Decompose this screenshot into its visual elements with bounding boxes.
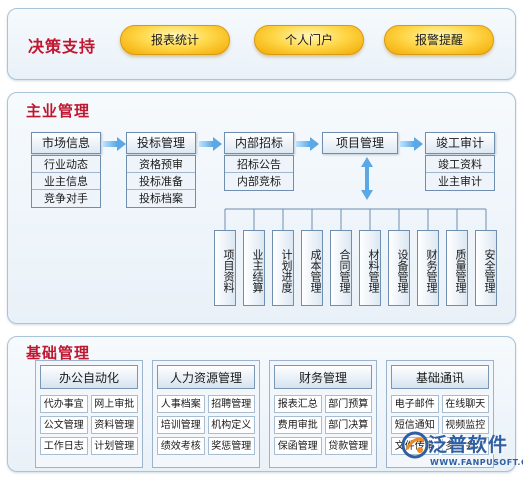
arrow-icon (296, 137, 319, 151)
module-cost-management[interactable]: 成本管理 (301, 230, 323, 306)
module-safety-management[interactable]: 安全管理 (475, 230, 497, 306)
market-item[interactable]: 行业动态 (32, 156, 100, 173)
logo-url: WWW.FANPUSOFT.COM (430, 458, 523, 467)
finance-item[interactable]: 保函管理 (274, 437, 322, 455)
finance-item[interactable]: 部门决算 (324, 416, 372, 434)
internal-tender-box[interactable]: 内部招标 (224, 132, 294, 154)
market-item[interactable]: 竞争对手 (44, 192, 88, 205)
office-item[interactable]: 网上审批 (90, 395, 138, 413)
market-info-box[interactable]: 市场信息 (31, 132, 101, 154)
hr-item[interactable]: 绩效考核 (157, 437, 205, 455)
finance-item[interactable]: 费用审批 (274, 416, 322, 434)
bidding-item[interactable]: 投标准备 (127, 173, 195, 190)
internal-tender-list: 招标公告 内部竞标 (224, 155, 294, 191)
audit-item[interactable]: 竣工资料 (426, 156, 494, 173)
comm-item[interactable]: 短信通知 (391, 416, 439, 434)
module-owner-settlement[interactable]: 业主结算 (243, 230, 265, 306)
office-automation-group: 办公自动化 代办事宜 网上审批 公文管理 资料管理 工作日志 计划管理 (35, 360, 143, 468)
main-business-title: 主业管理 (26, 102, 91, 120)
office-item[interactable]: 公文管理 (40, 416, 88, 434)
basic-communication-head[interactable]: 基础通讯 (391, 365, 489, 389)
personal-portal-button[interactable]: 个人门户 (254, 25, 364, 55)
logo-mark-icon (401, 431, 429, 459)
decision-support-title: 决策支持 (28, 37, 97, 56)
office-automation-head[interactable]: 办公自动化 (40, 365, 138, 389)
comm-item[interactable]: 视频监控 (441, 416, 489, 434)
module-contract-management[interactable]: 合同管理 (330, 230, 352, 306)
bidding-item[interactable]: 资格预审 (127, 156, 195, 173)
hr-item[interactable]: 招聘管理 (207, 395, 255, 413)
human-resources-head[interactable]: 人力资源管理 (157, 365, 255, 389)
module-project-data[interactable]: 项目资料 (214, 230, 236, 306)
decision-support-panel: 决策支持 报表统计 个人门户 报警提醒 (7, 8, 516, 80)
finance-item[interactable]: 贷款管理 (324, 437, 372, 455)
arrow-icon (103, 137, 126, 151)
completion-audit-list: 竣工资料 业主审计 (425, 155, 495, 191)
base-management-title: 基础管理 (26, 344, 91, 362)
module-tree-lines (224, 208, 487, 230)
bidding-list: 资格预审 投标准备 投标档案 (126, 155, 196, 208)
market-item[interactable]: 业主信息 (32, 173, 100, 190)
double-arrow-icon (361, 157, 373, 200)
internal-tender-item[interactable]: 招标公告 (225, 156, 293, 173)
internal-tender-item[interactable]: 内部竞标 (237, 175, 281, 188)
office-item[interactable]: 代办事宜 (40, 395, 88, 413)
arrow-icon (400, 137, 423, 151)
module-finance-management[interactable]: 财务管理 (417, 230, 439, 306)
bidding-management-box[interactable]: 投标管理 (126, 132, 196, 154)
hr-item[interactable]: 奖惩管理 (207, 437, 255, 455)
arrow-icon (199, 137, 222, 151)
hr-item[interactable]: 人事档案 (157, 395, 205, 413)
project-management-box[interactable]: 项目管理 (322, 132, 398, 154)
market-info-list: 行业动态 业主信息 竞争对手 (31, 155, 101, 208)
comm-item[interactable]: 多人会议 (441, 437, 489, 455)
office-item[interactable]: 工作日志 (40, 437, 88, 455)
comm-item[interactable]: 电子邮件 (391, 395, 439, 413)
logo-name: 泛普软件 (428, 434, 509, 456)
audit-item[interactable]: 业主审计 (438, 175, 482, 188)
hr-item[interactable]: 培训管理 (157, 416, 205, 434)
fanpusoft-logo: 泛普软件 WWW.FANPUSOFT.COM (400, 428, 523, 474)
finance-management-head[interactable]: 财务管理 (274, 365, 372, 389)
finance-management-group: 财务管理 报表汇总 部门预算 费用审批 部门决算 保函管理 贷款管理 (269, 360, 377, 468)
module-quality-management[interactable]: 质量管理 (446, 230, 468, 306)
report-statistics-button[interactable]: 报表统计 (120, 25, 230, 55)
finance-item[interactable]: 报表汇总 (274, 395, 322, 413)
hr-item[interactable]: 机构定义 (207, 416, 255, 434)
completion-audit-box[interactable]: 竣工审计 (425, 132, 495, 154)
bidding-item[interactable]: 投标档案 (139, 192, 183, 205)
module-equipment-management[interactable]: 设备管理 (388, 230, 410, 306)
finance-item[interactable]: 部门预算 (324, 395, 372, 413)
module-material-management[interactable]: 材料管理 (359, 230, 381, 306)
alarm-reminder-button[interactable]: 报警提醒 (384, 25, 494, 55)
human-resources-group: 人力资源管理 人事档案 招聘管理 培训管理 机构定义 绩效考核 奖惩管理 (152, 360, 260, 468)
office-item[interactable]: 计划管理 (90, 437, 138, 455)
office-item[interactable]: 资料管理 (90, 416, 138, 434)
comm-item[interactable]: 在线聊天 (441, 395, 489, 413)
module-schedule-progress[interactable]: 计划进度 (272, 230, 294, 306)
